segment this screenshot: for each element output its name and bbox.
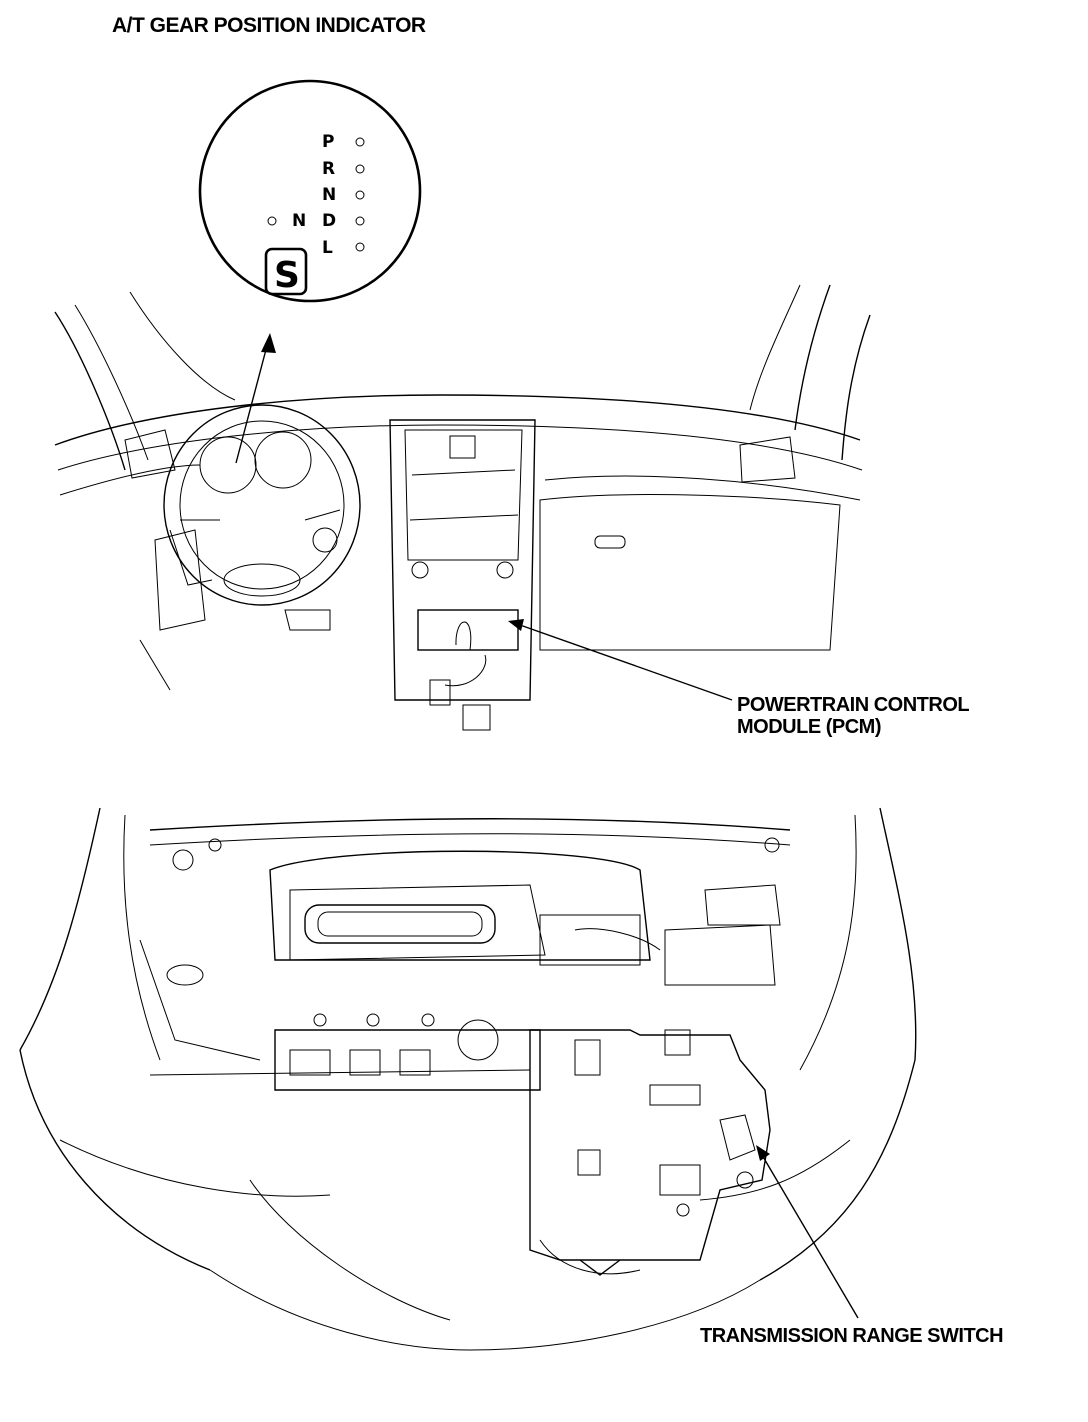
steering-wheel — [163, 404, 361, 606]
gear-letter-d: D — [322, 211, 336, 231]
magnifier-circle — [198, 79, 422, 303]
instrument-gauge-right — [254, 431, 312, 489]
indicator-arrow — [235, 333, 276, 464]
gear-lamp-d — [355, 216, 365, 226]
instrument-gauge-left — [199, 436, 257, 494]
trs-leader-arrow — [756, 1145, 859, 1319]
trs-callout: TRANSMISSION RANGE SWITCH — [700, 1325, 1004, 1347]
dashboard-illustration — [54, 284, 871, 731]
gear-letter-r: R — [322, 159, 335, 179]
pcm-callout-line1: POWERTRAIN CONTROL — [737, 694, 970, 716]
diagram-title: A/T GEAR POSITION INDICATOR — [112, 14, 426, 37]
gear-letter-l: L — [322, 238, 333, 258]
transmission-shape — [529, 1029, 771, 1261]
gear-lamp-n — [355, 190, 365, 200]
gear-lamp-p — [355, 137, 365, 147]
gear-lamp-neutral-side — [267, 216, 277, 226]
s-display-digit: S — [274, 255, 300, 296]
pcm-leader-arrow — [508, 619, 733, 701]
pcm-callout-line2: MODULE (PCM) — [737, 716, 881, 738]
gear-letter-n: N — [322, 185, 336, 205]
gear-lamp-l — [355, 242, 365, 252]
gear-lamp-r — [355, 164, 365, 174]
s-display-box — [264, 247, 308, 296]
gear-letter-p: P — [322, 132, 334, 152]
gear-indicator-magnifier: P R N D L N S — [198, 79, 422, 303]
pcm-module-shape — [417, 609, 519, 651]
engine-bay-illustration — [19, 807, 917, 1351]
pcm-callout: POWERTRAIN CONTROL MODULE (PCM) — [737, 694, 970, 738]
neutral-side-letter: N — [292, 211, 306, 231]
range-switch-shape — [719, 1114, 756, 1161]
